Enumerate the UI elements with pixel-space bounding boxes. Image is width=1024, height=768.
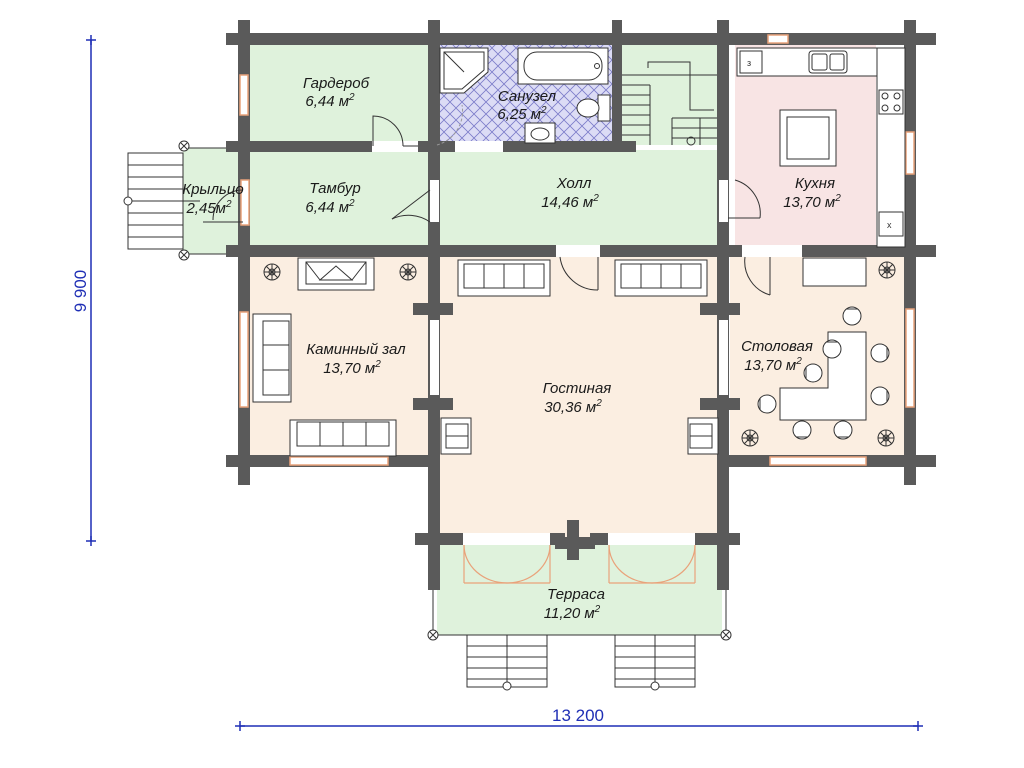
bathtub-icon xyxy=(517,47,609,85)
terrasa-fill xyxy=(437,545,722,635)
terrace-stairs xyxy=(466,634,696,691)
room-kryltso-area: 2,45м2 xyxy=(185,199,231,217)
post-icon xyxy=(178,249,190,261)
door-openings xyxy=(372,141,802,545)
main-stair xyxy=(618,61,720,146)
svg-text:х: х xyxy=(887,220,892,230)
chair-icon xyxy=(870,386,890,406)
sofa-icon xyxy=(252,313,292,403)
room-sanuzel-area: 6,25 м2 xyxy=(497,105,547,123)
room-kryltso-name: Крыльцо xyxy=(182,181,244,198)
room-holl-area: 14,46 м2 xyxy=(541,193,599,211)
armchair-icon xyxy=(687,417,719,455)
terrace-doors xyxy=(463,544,696,584)
door-swings xyxy=(203,115,771,296)
sofa-icon xyxy=(457,259,551,297)
fridge-icon xyxy=(739,50,763,74)
room-terrasa-name: Терраса xyxy=(547,586,605,603)
dimension-lines xyxy=(86,35,923,731)
room-stolovaya-name: Столовая xyxy=(741,338,813,355)
sideboard-icon xyxy=(802,257,867,287)
kaminny-furniture xyxy=(252,257,397,457)
chair-icon xyxy=(822,339,842,359)
sofa-icon xyxy=(289,419,397,457)
toilet-icon xyxy=(576,94,611,122)
chair-icon xyxy=(870,343,890,363)
room-sanuzel-name: Санузел xyxy=(498,88,557,105)
room-tambur-area: 6,44 м2 xyxy=(305,198,355,216)
plant-icon xyxy=(878,261,896,279)
plant-icon xyxy=(263,263,281,281)
room-garderob-name: Гардероб xyxy=(303,75,370,92)
bathroom-fixtures xyxy=(436,47,611,146)
holl-fill xyxy=(437,150,722,247)
room-labels: Гардероб 6,44 м2 Санузел 6,25 м2 Крыльцо… xyxy=(182,75,841,622)
chair-icon xyxy=(833,420,853,440)
room-gostinaya-area: 30,36 м2 xyxy=(544,398,602,416)
sofa-icon xyxy=(614,259,708,297)
dining-table-icon xyxy=(779,331,867,421)
room-holl-name: Холл xyxy=(556,175,592,192)
plant-icon xyxy=(877,429,895,447)
room-kaminny-name: Каминный зал xyxy=(306,341,406,358)
stove-icon xyxy=(878,89,904,115)
room-tambur-name: Тамбур xyxy=(309,180,360,197)
plant-icon xyxy=(399,263,417,281)
windows xyxy=(239,34,915,466)
room-gostinaya-name: Гостиная xyxy=(543,380,612,397)
chair-icon xyxy=(792,420,812,440)
gostinaya-fill xyxy=(437,255,722,540)
stolovaya-furniture xyxy=(757,257,890,440)
chair-icon xyxy=(842,306,862,326)
chair-icon xyxy=(757,394,777,414)
garderob-fill xyxy=(248,45,433,145)
entrance-stair xyxy=(123,152,200,250)
height-dimension: 9 900 xyxy=(71,270,90,313)
chair-icon xyxy=(803,363,823,383)
fireplace-icon xyxy=(297,257,375,291)
room-terrasa-area: 11,20 м2 xyxy=(544,604,601,622)
post-icon xyxy=(178,140,190,152)
post-icon xyxy=(427,629,439,641)
tambur-fill xyxy=(248,150,433,247)
room-stolovaya-area: 13,70 м2 xyxy=(744,356,802,374)
kitchen-sink-icon xyxy=(808,50,848,74)
room-kuhnya-name: Кухня xyxy=(795,175,835,192)
sink-icon xyxy=(524,122,556,144)
room-garderob-area: 6,44 м2 xyxy=(305,92,355,110)
room-kaminny-area: 13,70 м2 xyxy=(323,359,381,377)
dishwasher-icon xyxy=(878,211,904,237)
room-kuhnya-area: 13,70 м2 xyxy=(783,193,841,211)
plant-icon xyxy=(741,429,759,447)
kitchen-island-icon xyxy=(779,109,837,167)
shower-icon xyxy=(439,47,489,94)
post-icon xyxy=(720,629,732,641)
svg-text:з: з xyxy=(747,58,751,68)
gostinaya-furniture xyxy=(440,259,719,455)
width-dimension: 13 200 xyxy=(552,706,604,725)
armchair-icon xyxy=(440,417,472,455)
kitchen-fixtures: з х xyxy=(736,47,906,248)
plants xyxy=(263,261,896,447)
